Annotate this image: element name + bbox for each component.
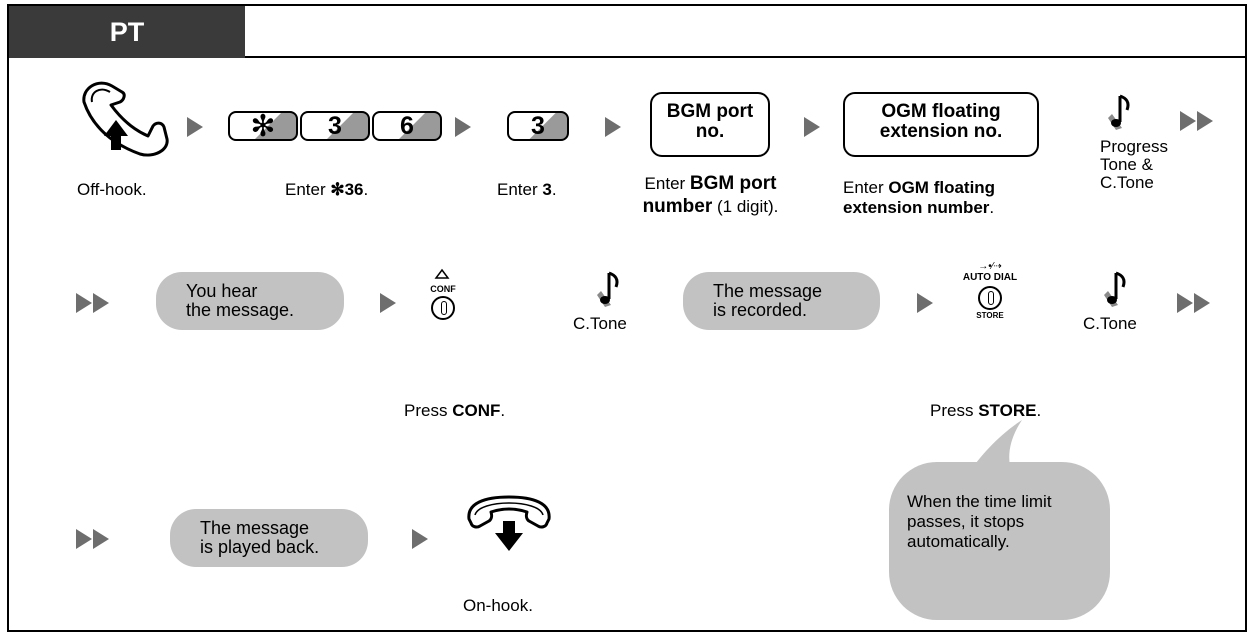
continue-double-arrow [1177,293,1210,313]
header-divider [245,56,1245,58]
key-3: 3 [300,111,370,141]
press-conf-label: Press CONF. [404,401,506,420]
store-tone-label: C.Tone [1083,314,1137,333]
tone-note-icon [1104,271,1126,307]
flow-arrow [380,293,396,313]
onhook-handset-icon [467,495,551,551]
continue-double-arrow [76,529,109,549]
ogm-caption: Enter OGM floating extension number. [843,178,996,217]
bgm-caption: Enter BGM port number (1 digit). [642,173,779,217]
press-store-label: Press STORE. [930,401,1042,420]
key-3-single: 3 [507,111,569,141]
header-tab: PT [9,6,245,58]
flow-arrow [187,117,203,137]
continue-double-arrow [76,293,109,313]
key-6: 6 [372,111,442,141]
key-star: ✻ [228,110,298,143]
flow-arrow [455,117,471,137]
continue-double-arrow [1180,111,1213,131]
flow-arrow [605,117,621,137]
enter-36-label: Enter ✻36. [285,180,369,199]
tone-note-icon [1108,94,1130,130]
enter-3-label: Enter 3. [497,180,557,199]
diagram-frame [7,4,1247,632]
conf-button-icon: CONF [421,266,465,320]
onhook-label: On-hook. [463,596,533,615]
tab-label: PT [109,16,145,47]
store-button-icon: →•⁄⇢ AUTO DIAL STORE [962,261,1018,321]
offhook-label: Off-hook. [77,180,147,199]
flow-arrow [917,293,933,313]
time-limit-callout: When the time limit passes, it stops aut… [889,462,1110,620]
conf-tone-label: C.Tone [573,314,627,333]
callout-pointer [968,420,1022,474]
tone-note-icon [597,271,619,307]
flow-arrow [804,117,820,137]
flow-arrow [412,529,428,549]
offhook-handset-icon [82,81,169,157]
